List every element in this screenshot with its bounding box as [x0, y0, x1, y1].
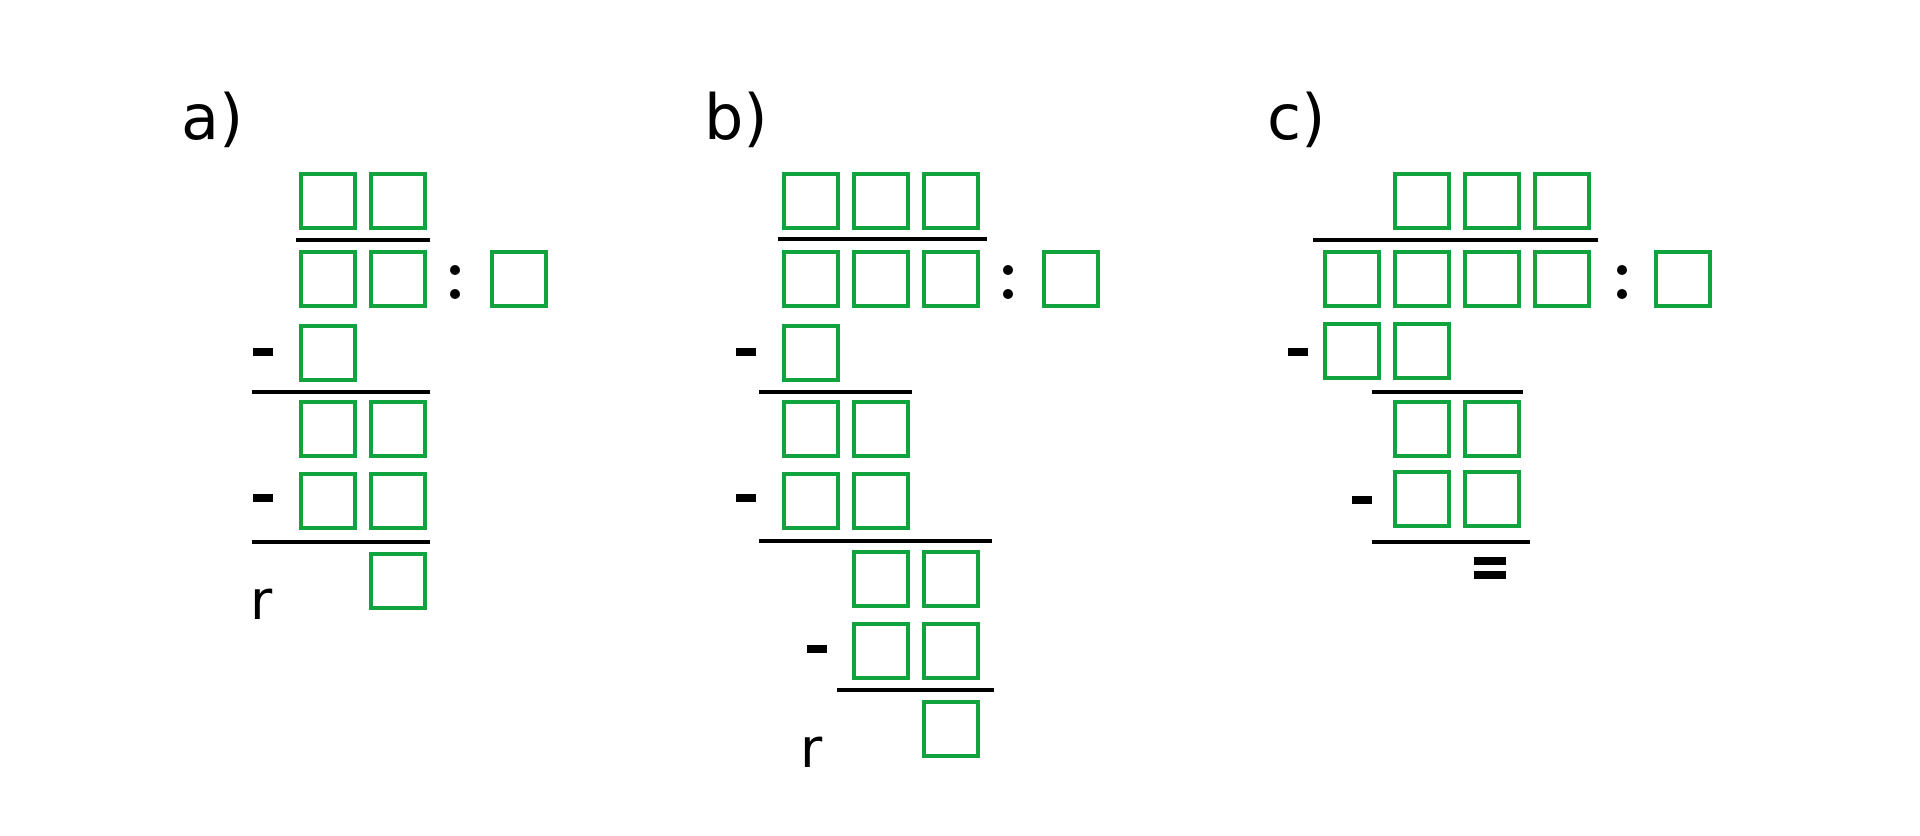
problem-label-c: c): [1267, 81, 1326, 154]
divisor-box[interactable]: [1654, 250, 1712, 308]
subtrahend-row-3-box-1[interactable]: [852, 622, 910, 680]
quotient-row-box-2[interactable]: [369, 172, 427, 230]
subtrahend-row-1-box-1[interactable]: [1323, 322, 1381, 380]
result-row-1-box-1[interactable]: [782, 400, 840, 458]
quotient-row-box-2[interactable]: [1463, 172, 1521, 230]
dividend-row-box-2[interactable]: [369, 250, 427, 308]
subtraction-rule-1: [252, 390, 430, 394]
subtrahend-row-2-box-2[interactable]: [1463, 470, 1521, 528]
problem-label-b: b): [704, 81, 768, 154]
dividend-row-box-3[interactable]: [1463, 250, 1521, 308]
division-colon: [1003, 265, 1013, 299]
dividend-row-box-1[interactable]: [1323, 250, 1381, 308]
subtrahend-row-2-box-1[interactable]: [782, 472, 840, 530]
colon-dot-top: [1617, 265, 1627, 275]
equals-bar-top: [1474, 557, 1506, 565]
subtrahend-row-1-box-2[interactable]: [1393, 322, 1451, 380]
subtraction-rule-2: [252, 540, 430, 544]
subtrahend-row-1-box[interactable]: [782, 324, 840, 382]
division-colon: [450, 265, 460, 299]
quotient-row-box-3[interactable]: [1533, 172, 1591, 230]
minus-sign-1: [1288, 348, 1308, 356]
problem-label-a: a): [181, 81, 244, 154]
result-row-1-box-1[interactable]: [299, 400, 357, 458]
minus-sign-1: [736, 348, 756, 356]
quotient-row-box-1[interactable]: [299, 172, 357, 230]
result-row-1-box-2[interactable]: [1463, 400, 1521, 458]
remainder-box[interactable]: [922, 700, 980, 758]
colon-dot-bottom: [1003, 289, 1013, 299]
subtraction-rule-1: [1372, 390, 1523, 394]
division-colon: [1617, 265, 1627, 299]
colon-dot-top: [1003, 265, 1013, 275]
quotient-row-box-3[interactable]: [922, 172, 980, 230]
divisor-box[interactable]: [490, 250, 548, 308]
division-rule: [296, 238, 430, 242]
equals-sign: [1474, 557, 1506, 579]
quotient-row-box-1[interactable]: [782, 172, 840, 230]
equals-bar-bottom: [1474, 571, 1506, 579]
quotient-row-box-1[interactable]: [1393, 172, 1451, 230]
dividend-row-box-3[interactable]: [922, 250, 980, 308]
minus-sign-2: [253, 494, 273, 502]
subtrahend-row-3-box-2[interactable]: [922, 622, 980, 680]
remainder-label: r: [250, 569, 273, 632]
dividend-row-box-4[interactable]: [1533, 250, 1591, 308]
divisor-box[interactable]: [1042, 250, 1100, 308]
result-row-1-box-2[interactable]: [852, 400, 910, 458]
subtraction-rule-2: [1372, 540, 1530, 544]
subtrahend-row-2-box-1[interactable]: [299, 472, 357, 530]
quotient-row-box-2[interactable]: [852, 172, 910, 230]
dividend-row-box-2[interactable]: [1393, 250, 1451, 308]
dividend-row-box-2[interactable]: [852, 250, 910, 308]
subtraction-rule-2: [759, 539, 992, 543]
remainder-box[interactable]: [369, 552, 427, 610]
subtrahend-row-2-box-2[interactable]: [369, 472, 427, 530]
subtraction-rule-3: [837, 688, 994, 692]
colon-dot-bottom: [450, 289, 460, 299]
division-rule: [778, 237, 987, 241]
remainder-label: r: [800, 717, 823, 780]
division-rule: [1313, 238, 1598, 242]
result-row-1-box-2[interactable]: [369, 400, 427, 458]
minus-sign-3: [807, 645, 827, 653]
subtrahend-row-1-box[interactable]: [299, 324, 357, 382]
result-row-2-box-2[interactable]: [922, 550, 980, 608]
dividend-row-box-1[interactable]: [782, 250, 840, 308]
minus-sign-2: [1352, 496, 1372, 504]
subtrahend-row-2-box-2[interactable]: [852, 472, 910, 530]
minus-sign-1: [253, 348, 273, 356]
colon-dot-bottom: [1617, 289, 1627, 299]
minus-sign-2: [736, 494, 756, 502]
subtrahend-row-2-box-1[interactable]: [1393, 470, 1451, 528]
colon-dot-top: [450, 265, 460, 275]
subtraction-rule-1: [759, 390, 912, 394]
dividend-row-box-1[interactable]: [299, 250, 357, 308]
result-row-1-box-1[interactable]: [1393, 400, 1451, 458]
result-row-2-box-1[interactable]: [852, 550, 910, 608]
